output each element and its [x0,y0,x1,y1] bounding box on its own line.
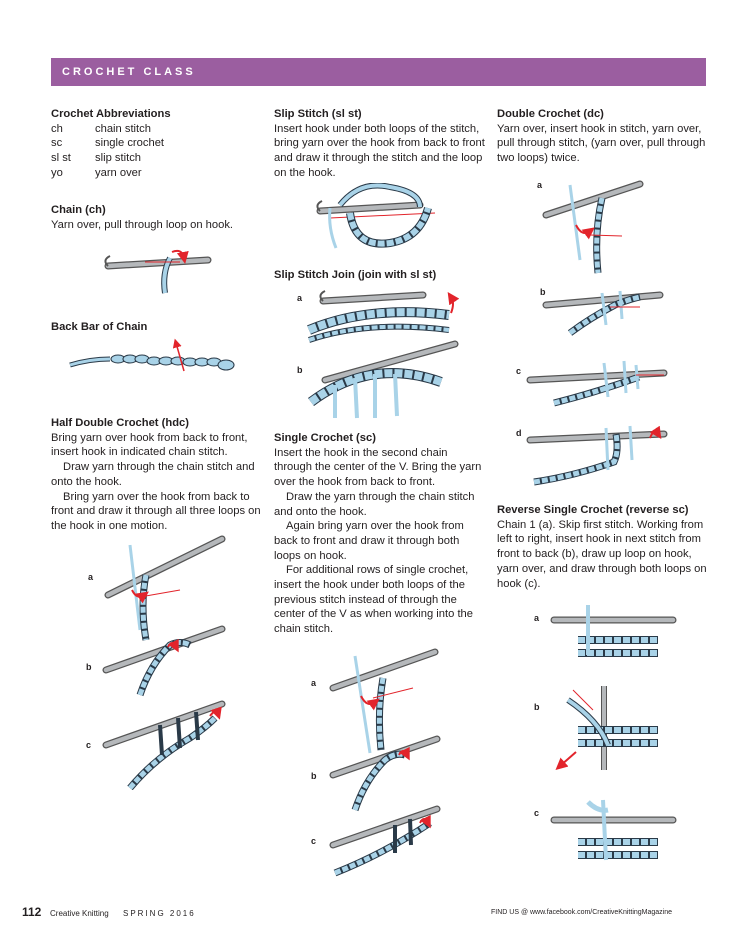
slip-title: Slip Stitch (sl st) [274,107,486,122]
figure-label-a: a [88,572,93,582]
sc-title: Single Crochet (sc) [274,431,486,446]
dc-illustration-d [524,420,674,490]
abbr-meaning: yarn over [95,166,263,181]
hdc-step-2: Draw yarn through the chain stitch and o… [51,460,263,489]
figure-label-c: c [516,366,521,376]
chain-illustration [100,238,220,298]
hdc-title: Half Double Crochet (hdc) [51,416,263,431]
chain-text: Yarn over, pull through loop on hook. [51,218,263,233]
sc-section: Single Crochet (sc) Insert the hook in t… [274,431,486,637]
dc-illustration-a [540,180,650,280]
figure-label-b: b [297,365,303,375]
figure-label-c: c [86,740,91,750]
sc-illustration-c [325,805,445,880]
rsc-section: Reverse Single Crochet (reverse sc) Chai… [497,503,709,591]
figure-label-b: b [311,771,317,781]
figure-label-c: c [534,808,539,818]
dc-section: Double Crochet (dc) Yarn over, insert ho… [497,107,709,166]
figure-label-d: d [516,428,522,438]
sc-step-3: Again bring yarn over the hook from back… [274,519,486,563]
sc-step-4: For additional rows of single crochet, i… [274,563,486,637]
abbreviations-title: Crochet Abbreviations [51,107,263,122]
issue-name: SPRING 2016 [123,909,196,918]
figure-label-a: a [311,678,316,688]
rsc-title: Reverse Single Crochet (reverse sc) [497,503,709,518]
hdc-illustration-c [100,700,230,790]
hdc-step-1: Bring yarn over hook from back to front,… [51,431,263,460]
section-banner: CROCHET CLASS [51,58,706,86]
back-bar-illustration [66,337,246,382]
dc-illustration-c [524,355,674,410]
abbr-term: sc [51,136,95,151]
hdc-step-3: Bring yarn over the hook from back to fr… [51,490,263,534]
rsc-text: Chain 1 (a). Skip first stitch. Working … [497,518,709,592]
chain-section: Chain (ch) Yarn over, pull through loop … [51,203,263,232]
figure-label-a: a [534,613,539,623]
back-bar-section: Back Bar of Chain [51,320,263,335]
page-number: 112 [22,905,41,919]
sc-illustration-b [325,735,445,815]
figure-label-b: b [534,702,540,712]
dc-text: Yarn over, insert hook in stitch, yarn o… [497,122,709,166]
slip-join-illustration-b [305,340,465,420]
chain-title: Chain (ch) [51,203,263,218]
slip-join-title: Slip Stitch Join (join with sl st) [274,268,486,283]
hdc-section: Half Double Crochet (hdc) Bring yarn ove… [51,416,263,534]
hdc-illustration-b [100,625,230,700]
dc-title: Double Crochet (dc) [497,107,709,122]
sc-step-1: Insert the hook in the second chain thro… [274,446,486,490]
banner-title: CROCHET CLASS [62,66,196,78]
abbr-term: yo [51,166,95,181]
back-bar-title: Back Bar of Chain [51,320,263,335]
slip-illustration [310,183,460,253]
slip-join-illustration-a [305,285,465,345]
rsc-illustration-b [548,680,678,775]
social-link[interactable]: FIND US @ www.facebook.com/CreativeKnitt… [491,909,672,916]
rsc-illustration-a [548,595,678,670]
abbr-meaning: chain stitch [95,122,263,137]
rsc-illustration-c [548,790,678,870]
figure-label-c: c [311,836,316,846]
figure-label-a: a [297,293,302,303]
magazine-name: Creative Knitting [50,909,109,918]
abbr-term: sl st [51,151,95,166]
slip-text: Insert hook under both loops of the stit… [274,122,486,181]
slip-join-section: Slip Stitch Join (join with sl st) [274,268,486,283]
slip-section: Slip Stitch (sl st) Insert hook under bo… [274,107,486,181]
abbr-meaning: single crochet [95,136,263,151]
abbr-term: ch [51,122,95,137]
dc-illustration-b [540,285,670,340]
figure-label-b: b [86,662,92,672]
abbr-meaning: slip stitch [95,151,263,166]
sc-step-2: Draw the yarn through the chain stitch a… [274,490,486,519]
